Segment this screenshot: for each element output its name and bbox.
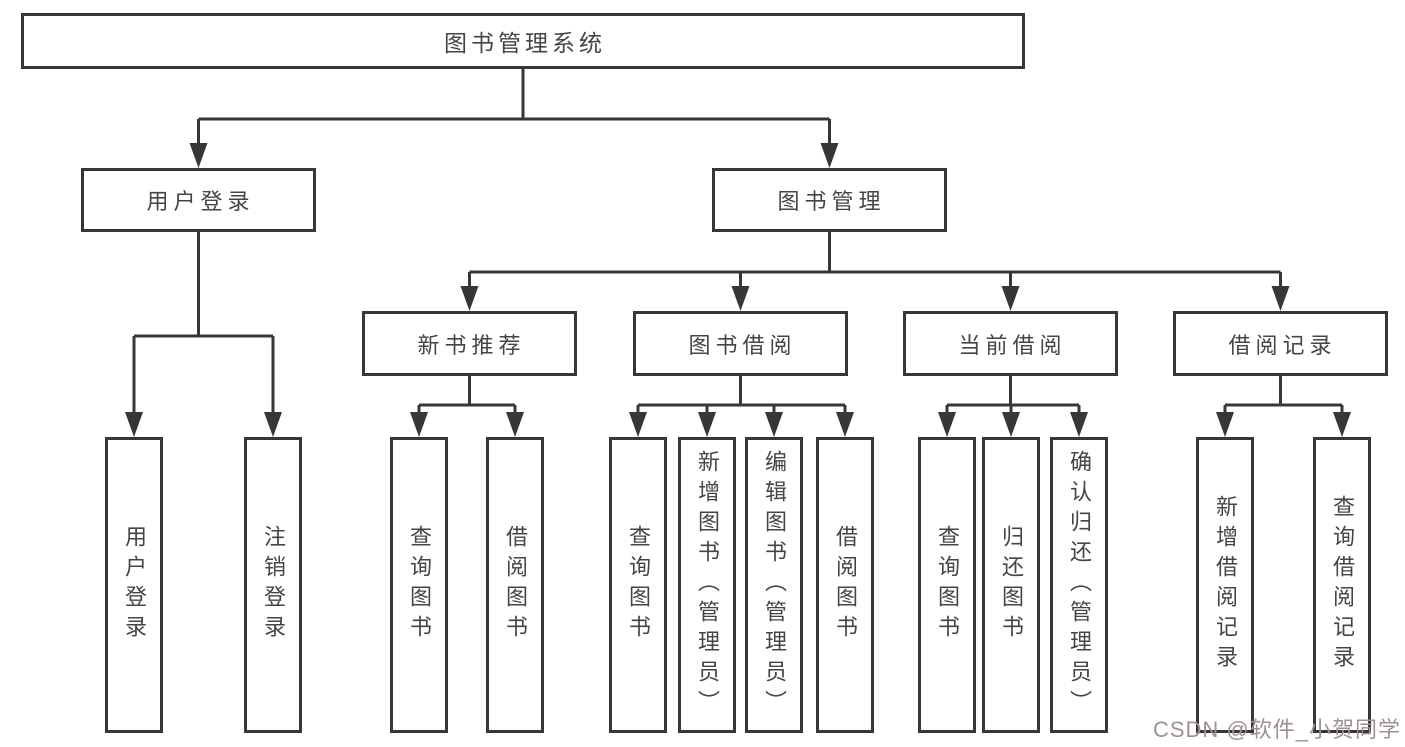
leaf-edit-books-admin: 编辑图书（管理员）	[745, 437, 803, 733]
csdn-watermark: CSDN @软件_小贺同学	[1152, 717, 1401, 742]
node-book-borrowing: 图书借阅	[633, 311, 848, 376]
leaf-user-login-label: 用户登录	[122, 525, 147, 645]
leaf-borrow-books-recommend-label: 借阅图书	[503, 525, 528, 645]
root-node-label: 图书管理系统	[444, 30, 606, 56]
node-user-login-label: 用户登录	[146, 189, 255, 214]
leaf-add-books-admin-label: 新增图书（管理员）	[695, 450, 720, 720]
node-book-management-label: 图书管理	[777, 189, 886, 214]
leaf-add-borrow-record-label: 新增借阅记录	[1213, 495, 1238, 675]
leaf-query-books-recommend: 查询图书	[390, 437, 448, 733]
node-current-borrowing-label: 当前借阅	[958, 332, 1067, 358]
leaf-query-books-borrow: 查询图书	[609, 437, 667, 733]
leaf-logout-label: 注销登录	[261, 525, 286, 645]
leaf-query-books-current-label: 查询图书	[935, 525, 960, 645]
leaf-add-books-admin: 新增图书（管理员）	[678, 437, 736, 733]
node-new-book-recommend-label: 新书推荐	[417, 332, 526, 358]
leaf-confirm-return-admin-label: 确认归还（管理员）	[1067, 450, 1092, 720]
node-new-book-recommend: 新书推荐	[362, 311, 577, 376]
leaf-edit-books-admin-label: 编辑图书（管理员）	[762, 450, 787, 720]
node-borrowing-records: 借阅记录	[1173, 311, 1388, 376]
leaf-query-books-recommend-label: 查询图书	[407, 525, 432, 645]
leaf-query-borrow-record-label: 查询借阅记录	[1330, 495, 1355, 675]
leaf-user-login: 用户登录	[105, 437, 163, 733]
node-book-borrowing-label: 图书借阅	[688, 332, 797, 358]
node-borrowing-records-label: 借阅记录	[1228, 332, 1337, 358]
leaf-borrow-books-label: 借阅图书	[833, 525, 858, 645]
node-user-login: 用户登录	[81, 168, 316, 232]
leaf-query-books-current: 查询图书	[918, 437, 976, 733]
leaf-borrow-books: 借阅图书	[816, 437, 874, 733]
root-node-library-system: 图书管理系统	[21, 13, 1025, 69]
node-book-management: 图书管理	[712, 168, 947, 232]
leaf-query-books-borrow-label: 查询图书	[626, 525, 651, 645]
leaf-logout: 注销登录	[244, 437, 302, 733]
leaf-confirm-return-admin: 确认归还（管理员）	[1050, 437, 1108, 733]
leaf-return-books: 归还图书	[982, 437, 1040, 733]
leaf-borrow-books-recommend: 借阅图书	[486, 437, 544, 733]
leaf-query-borrow-record: 查询借阅记录	[1313, 437, 1371, 733]
node-current-borrowing: 当前借阅	[903, 311, 1118, 376]
leaf-add-borrow-record: 新增借阅记录	[1196, 437, 1254, 733]
leaf-return-books-label: 归还图书	[999, 525, 1024, 645]
